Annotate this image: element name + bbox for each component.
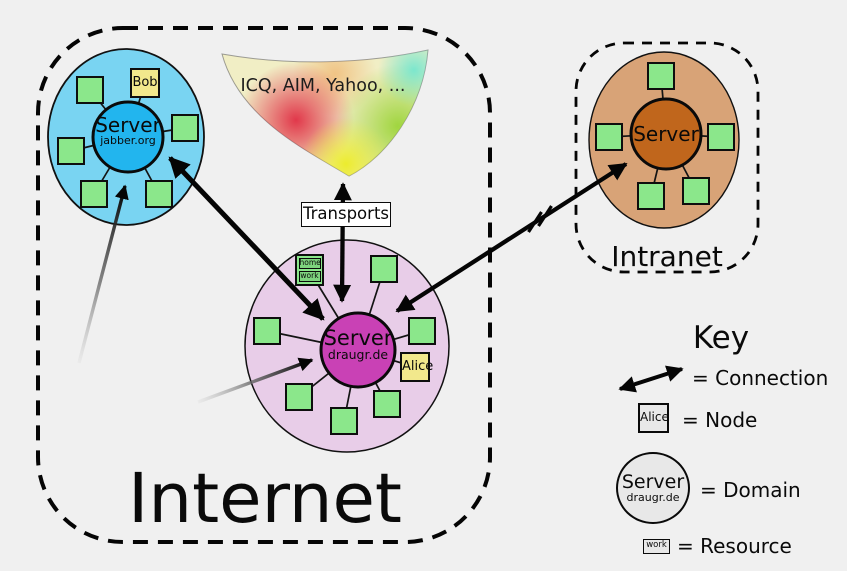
transports-label: Transports (302, 204, 390, 223)
client-connection-arrow-jabber (77, 184, 129, 364)
node (171, 114, 199, 142)
node (637, 182, 665, 210)
key-connection-label: = Connection (692, 366, 829, 390)
intranet-server-circle (629, 97, 703, 171)
intranet-label: Intranet (611, 240, 723, 273)
node (285, 383, 313, 411)
home-work-resource-node: home work (295, 254, 324, 286)
node (373, 390, 401, 418)
jabber-domain-name: jabber.org (100, 134, 156, 148)
alice-node-label: Alice (402, 359, 434, 374)
node (330, 407, 358, 435)
node (145, 180, 173, 208)
connection-jabber-draugr (168, 156, 325, 321)
node (408, 317, 436, 345)
alice-node: Alice (400, 352, 434, 382)
legacy-networks-label: ICQ, AIM, Yahoo, ... (240, 76, 406, 96)
transports-label-box: Transports (301, 202, 391, 227)
key-domain-sample: Server draugr.de (616, 452, 690, 524)
node (370, 255, 398, 283)
key-domain-sample-name: draugr.de (626, 491, 680, 504)
key-resource-sample-label: work (646, 540, 667, 550)
key-resource-sample: work (643, 539, 670, 554)
node (707, 123, 735, 151)
node (57, 137, 85, 165)
intranet-server-label-block: Server (616, 122, 716, 146)
key-node-label: = Node (682, 408, 758, 432)
draugr-server-label-block: Server draugr.de (308, 326, 408, 363)
key-domain-sample-title: Server (621, 471, 685, 493)
key-node-sample-label: Alice (640, 410, 669, 424)
key-resource-label: = Resource (677, 534, 792, 558)
client-connection-arrow-draugr (197, 357, 314, 404)
node (80, 180, 108, 208)
key-domain-label: = Domain (700, 478, 801, 502)
key-title: Key (692, 320, 750, 356)
jabber-server-title: Server (95, 113, 161, 137)
key-connection-arrow (618, 365, 684, 393)
legacy-networks-blob (221, 49, 429, 177)
bob-node-label: Bob (132, 75, 158, 90)
intranet-server-title: Server (633, 122, 699, 146)
node (76, 76, 104, 104)
draugr-server-title: Server (323, 326, 393, 350)
jabber-server-label-block: Server jabber.org (78, 115, 178, 147)
bob-node: Bob (130, 68, 160, 98)
connection-break-mark (527, 205, 553, 233)
key-node-sample: Alice (638, 403, 669, 433)
draugr-server-circle (319, 311, 397, 389)
node (253, 317, 281, 345)
node (647, 62, 675, 90)
intranet-boundary (574, 41, 760, 274)
node (595, 123, 623, 151)
jabber-server-circle (91, 100, 165, 174)
internet-label: Internet (128, 459, 402, 539)
node (682, 177, 710, 205)
resource-work: work (298, 271, 321, 282)
connection-draugr-intranet (395, 162, 628, 313)
draugr-domain-name: draugr.de (327, 347, 389, 363)
resource-home: home (298, 258, 321, 269)
